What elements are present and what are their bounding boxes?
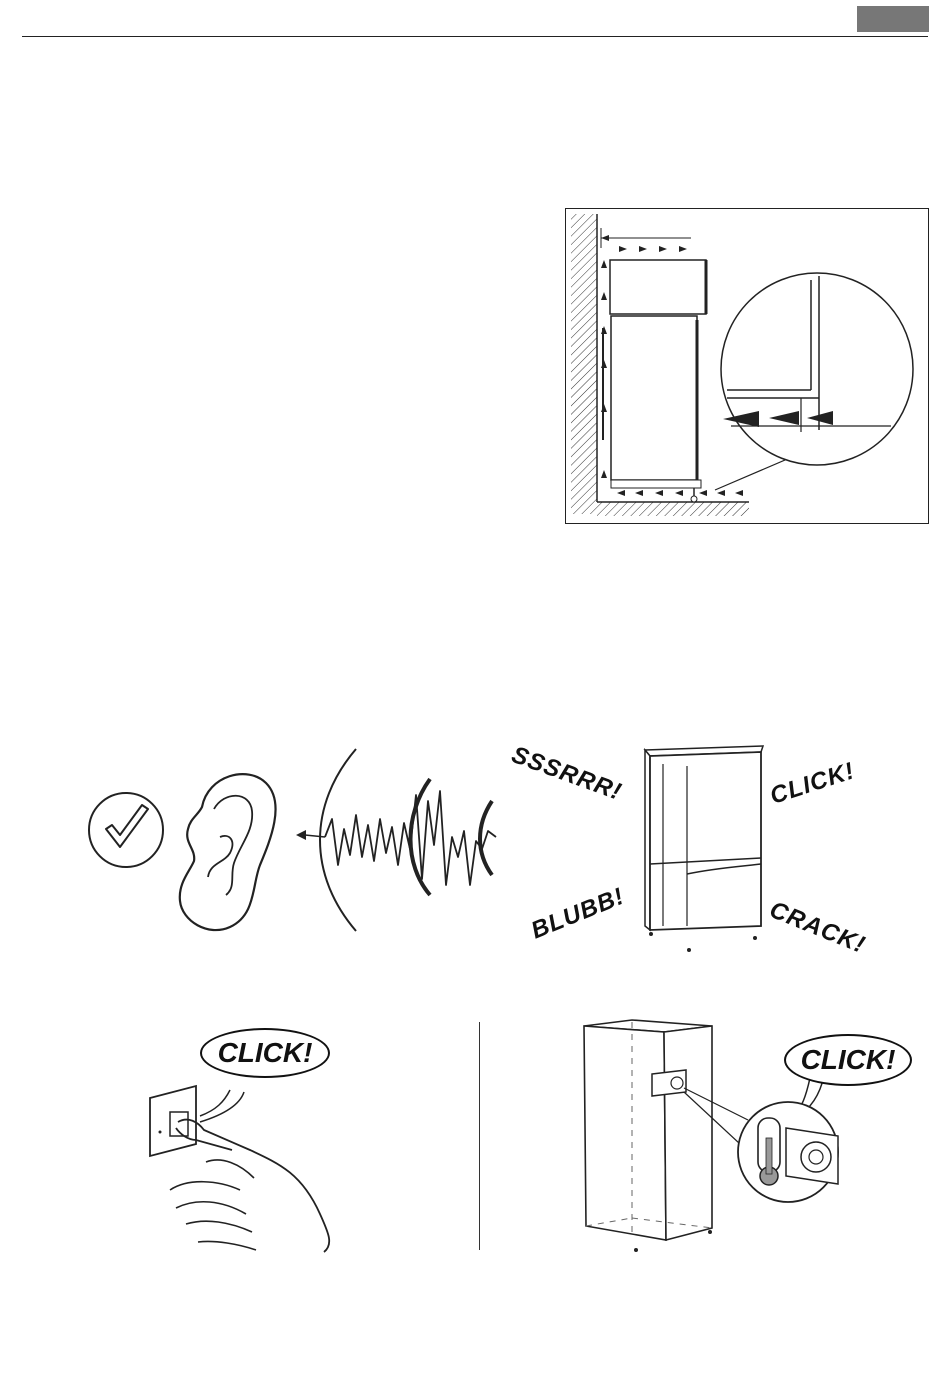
figure-divider <box>479 1022 480 1250</box>
ventilation-figure <box>565 208 929 524</box>
wall-switch-figure: CLICK! <box>140 1018 370 1258</box>
thermostat-figure: CLICK! <box>580 1018 910 1258</box>
hearing-figure <box>80 745 500 940</box>
ear-sound-illustration <box>80 745 500 940</box>
thermostat-click-bubble: CLICK! <box>784 1034 912 1086</box>
header-rule <box>22 36 928 37</box>
ventilation-illustration <box>565 208 929 524</box>
fridge-sounds-figure: SSSRRR! CLICK! BLUBB! CRACK! <box>505 740 890 960</box>
switch-click-bubble: CLICK! <box>200 1028 330 1078</box>
language-tab <box>857 6 929 32</box>
